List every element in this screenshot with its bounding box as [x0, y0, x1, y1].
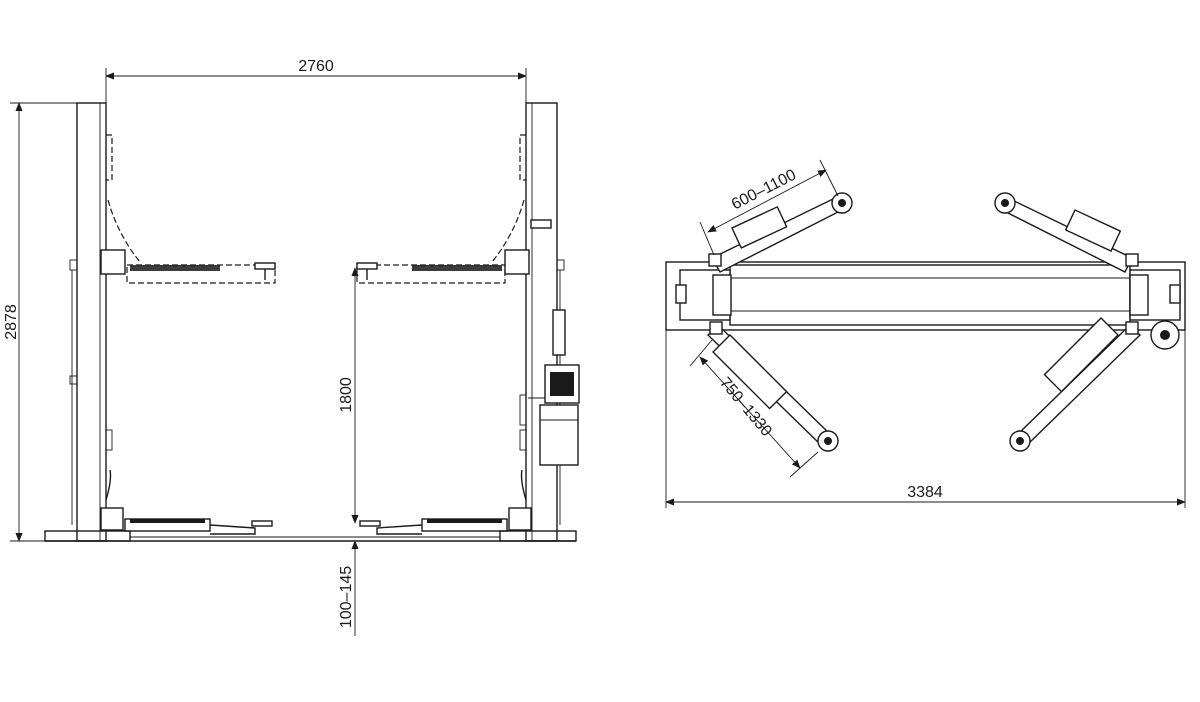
height-label: 2878 [3, 304, 20, 340]
front-view: 2760 2878 [3, 58, 580, 636]
height-dimension: 2878 [3, 102, 80, 542]
raised-arm-left [100, 249, 276, 284]
top-view: 600–1100 750–1330 3384 [665, 159, 1186, 508]
base-plate [44, 530, 577, 542]
width-dimension: 2760 [105, 58, 527, 105]
left-column-top [675, 269, 732, 321]
min-height-dimension: 100–145 [338, 540, 359, 636]
length-dimension: 3384 [665, 330, 1186, 508]
raised-arm-right [356, 249, 530, 284]
lift-height-dimension: 1800 [338, 267, 359, 524]
arm-front-right [994, 192, 1139, 273]
crossbeam [729, 264, 1131, 326]
lowered-arm-left [100, 469, 273, 535]
lift-height-label: 1800 [338, 377, 355, 413]
power-unit [528, 309, 580, 466]
arm-rear-right [1009, 317, 1141, 452]
width-label: 2760 [298, 58, 334, 75]
right-column-top [1129, 269, 1181, 350]
lowered-arm-right [359, 469, 532, 535]
min-height-label: 100–145 [338, 566, 355, 628]
left-post [69, 102, 141, 542]
arm-front-left [708, 192, 853, 273]
base-outline [665, 261, 1186, 331]
length-label: 3384 [907, 484, 943, 501]
